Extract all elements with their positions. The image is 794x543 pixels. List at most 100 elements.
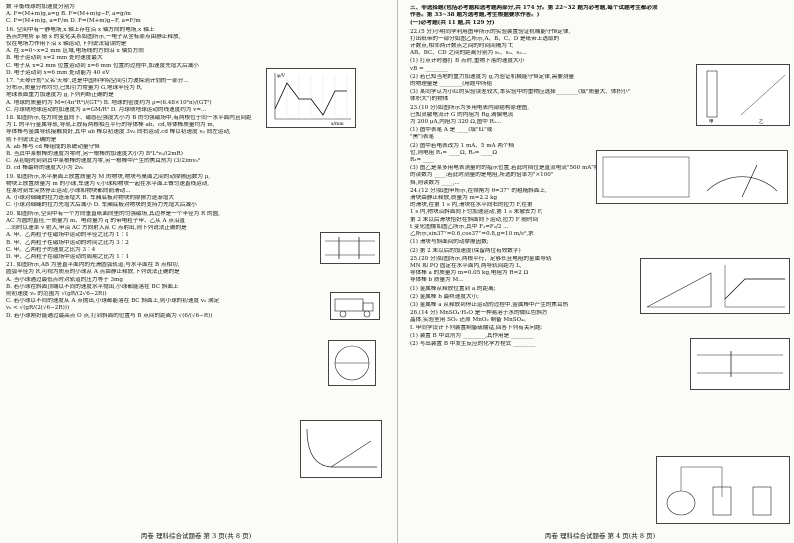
page-4-line: (1) 图中表笔 A 是 ____(填"红"或 (410, 127, 493, 134)
page-3-line: 17. "天琴计划"又名'天琴',这是中国科学院空间引力波探测计划的一部分... (6, 78, 189, 85)
page-3-line: A. 小球对细绳的拉力逐渐增大 B. 车厢底板对物块的摩擦力逐渐增大 (6, 195, 175, 202)
page-3-line: D. 甲、乙两粒子在磁场中运动的周期之比为 1∶1 (6, 253, 130, 260)
page-4-line: "黑")表笔 (410, 134, 435, 141)
page-3-line: C. 小球对细绳的拉力先增大后减小 D. 车厢底板对物块的支持力先增大后减小 (6, 202, 197, 209)
page-3-line: B. 若小球在斜面顶端以不同的速度水平抛出,小球都能落在 BC 斜面上 (6, 283, 179, 290)
page-4-line: 的读数为 ____;若此时测量的是电阻,所选的倍率为"×100" (410, 172, 554, 179)
fig-jia-label: 甲 (709, 119, 714, 125)
page-4-line: 第 2 末以后滑块恰好在斜面向下运动,拉力 F 随时间 (410, 216, 539, 223)
page-4-line: R₃= ____ (410, 157, 435, 164)
timer-apparatus-figure: 甲 乙 (696, 64, 790, 126)
page-4-line: 乙所示,sin37°=0.6,cos37°=0.8,g=10 m/s²,求 (410, 231, 534, 238)
page-3-line: 地球表面重力加速度为 g,下列判断正确的是 (6, 92, 114, 99)
phi-axis-label: φ/V (277, 73, 286, 79)
incline-figure (640, 258, 790, 314)
page-3-line: C. 月球绕地球运动的加速度为 a=GM/R² D. 月球绕地球运动的线速度约为… (6, 106, 207, 113)
page-4-line: AB、BC、CD 之间的距离分别为 s₁、s₂、s₃... (410, 50, 527, 57)
page-4-line: 为 200 μA,内阻为 320 Ω,图中 R₁... (410, 119, 502, 126)
page-4-line: t 变化图像如图乙所示,其中 F₁=F₂/2 ... (410, 223, 509, 230)
page-3-line: A. 当小球通过最低点时对轨道的压力等于 3mg (6, 276, 123, 283)
page-4-line: (2) 图中若电表改为 1 mA、5 mA 两个档 (410, 142, 515, 149)
page-4-line: (2) 金属棒 b 最终速度大小; (410, 293, 480, 300)
page-4-line: 三、非选择题(包括必考题和选考题两部分,共 174 分。第 22~32 题为必考… (410, 5, 658, 11)
page-3-line: 圆弧半径为 R,可视为质点的小球从 A 点由静止释放,下列说法正确的是 (6, 269, 180, 276)
page-4-line: 体积大")的物体 (410, 96, 449, 103)
page-4-line: (3) 某同学认为小红的实验误差较大,本实验中的重物应选择________(填"… (410, 89, 631, 96)
page-4-line: 26.(14 分) MnSO₄·H₂O 是一种易溶于水的微红色斜方 (410, 310, 548, 317)
page-3-line: 18. 如图所示,在方向竖直向下、磁感应强度大小为 B 的匀强磁场中,有两根位于… (6, 115, 252, 122)
page-4-line: (1) 金属棒从释放位置到 a 的距离; (410, 285, 496, 292)
page-4-line: 导体棒 a 的质量为 m=0.05 kg,电阻为 R=2 Ω (410, 270, 529, 277)
page-3-line: C. 电子从 x=2 mm 位置运动到 x=6 mm 位置的过程中,加速度先增大… (6, 62, 199, 69)
page-3-line: B. 电子运动到 x=2 mm 处时速度最大 (6, 55, 103, 62)
page-4-line: MN 和 PQ 固定在水平面内,两导轨间距为 L, (410, 262, 522, 269)
page-4-line: 滑块由静止释放,质量为 m=2.2 kg (410, 195, 498, 202)
page-4-line: 位,则电阻 R₁= ____Ω, R₂= ____Ω (410, 149, 497, 156)
page-4-line: 的物理量是 ________(用题中所给 (410, 81, 493, 88)
page-4-footer: 丙卷 理科综合试题卷 第 4 页(共 8 页) (544, 532, 656, 540)
page-3-line: 20. 如图所示,空间中有一个方向垂直纸面向里的匀强磁场,其边界是一个半径为 R… (6, 210, 220, 217)
page-4-line: 已知灵敏电流计 G 的内阻为 Rg,满偏电流 (410, 111, 514, 118)
page-3-line: B. 甲、乙两粒子在磁场中运动的时间之比为 3∶2 (6, 239, 129, 246)
page-3-line: 16. 空间中有一静电场,x 轴上存在沿 x 轴方向的电场,x 轴上 (6, 26, 155, 33)
page-4-line: Ⅰ. 甲同学设计下列装置制备硫酸锰,回答下列有关问题: (410, 324, 543, 331)
page-4-line: 计数点,相邻两计数点之间的时间间隔为 T, (410, 43, 514, 50)
page-4-line: 24.(12 分)如图甲所示,在倾角为 θ=37° 的粗糙斜面上, (410, 187, 547, 194)
page-divider (397, 0, 398, 543)
page-3-line: 物块上放置质量为 m 的小球,车速为 v,小球和物块一起在水平面上做匀速直线运动… (6, 180, 210, 187)
page-3-line: A. 在 x=0~x=2 mm 区域,电场线的方向沿 x 轴负方向 (6, 48, 144, 55)
page-4-line: (1) 装置 B 中试剂为 ________,其作用是 ________ (410, 332, 534, 339)
page-4-line: (1) 打点计时器打 B 点时,重物下落的速度大小 (410, 58, 525, 65)
page-3-line: D. 若小球刚好能通过最高点 O 点,打到斜面的位置与 B 点间的距离为 √(6… (6, 312, 213, 319)
page-3-line: 为 L 的平行金属导轨,导轨上放有两根相互平行的导体棒 ab、cd,导体棒质量均… (6, 122, 215, 129)
page-3-line: A. 地球的质量约为 M=(4π²R³)/(GT²) B. 地球的密度约为 ρ=… (6, 99, 212, 106)
page-4-line: (2) 写出装置 B 中发生反应的化学方程式 ________ (410, 340, 536, 347)
page-3-line: A. ab 棒与 cd 棒组成的系统动量守恒 (6, 143, 100, 150)
page-3-line: A. 甲、乙两粒子在磁场中运动的半径之比为 1∶1 (6, 232, 129, 239)
page-4-line: 打出纸带的一部分如图乙所示,A、B、C、D 是纸带上选取的 (410, 35, 560, 42)
page-4-line: (2) 第 2 末以后的加速度(保留两位有效数字) (410, 247, 521, 254)
fig-yi-label: 乙 (759, 118, 764, 125)
truck-figure (330, 292, 380, 320)
x-axis-label: x/mm (331, 121, 344, 127)
multimeter-figure (596, 150, 788, 204)
page-3-line: v₀ < √(gR/(2(√6−2R))) (6, 305, 70, 312)
page-4-column: 三、非选择题(包括必考题和选考题两部分,共 174 分。第 22~32 题为必考… (410, 4, 790, 524)
page-3-line: 仅在电场力作用下沿 x 轴运动,下列说法错误的是 (6, 41, 127, 48)
rails-figure (320, 232, 380, 264)
page-4-line: (1) 滑块与斜面间的动摩擦因数; (410, 239, 489, 246)
page-3-line: B. 当其中某根棒的速度为零时,另一根棒的加速度大小为 B²L²v₀/(2mR) (6, 151, 183, 158)
page-3-line: ...同时以速率 v 射入,甲沿 AC 方向射入从 C 点射出,则下列说法正确的… (6, 225, 187, 232)
page-3-line: 则下列说法正确的是 (6, 136, 57, 143)
page-3-line: 21. 如图所示,AB 为竖直平面内的光滑圆弧轨道,与水平面在 B 点相切, (6, 262, 180, 269)
page-4-line: 23.(10 分)如图所示为多用电表内部结构原理图, (410, 104, 530, 111)
page-3-line: 19. 如图所示,水平桌面上放置质量为 M 的物块,物块与桌面之间的动摩擦因数为… (6, 173, 211, 180)
page-4-line: (3) 金属棒 a 从释放到停止运动的过程中,金属棒中产生的焦耳热 (410, 301, 569, 308)
page-3-line: 导体棒与金属导轨接触良好,其中 ab 棒以初速度 3v₀ 向右运动,cd 棒以初… (6, 129, 231, 136)
page-4-line: 22.(5 分)小明同学利用图甲所示的实验装置验证机械能守恒定律, (410, 28, 571, 35)
arc-track-figure (300, 420, 382, 478)
magnetic-circle-figure (328, 340, 376, 386)
page-3-line: AC 为圆的直径,一质量为 m、电荷量为 q 的带电粒子甲、乙从 A 点沿直 (6, 217, 186, 224)
page-4-line: 导体棒 b 质量为 M... (410, 277, 464, 284)
page-3-line: C. 从初始时刻到其中某根棒的速度为零,另一根棒中产生的焦耳热为 (3/2)mv… (6, 158, 201, 165)
page-4-line: 晶体,实验室用 SO₂ 还原 MnO₂ 制备 MnSO₄。 (410, 317, 530, 324)
page-4-line: (3) 图乙是某多用电表测量时的指示位置,若此时挡位是直流电流"500 mA"挡… (410, 165, 630, 172)
page-4-line: 1 s 内,物块沿斜面向下匀加速运动,第 1 s 末撤去力 F, (410, 209, 543, 216)
page-4-line: 25.(20 分)如图所示,两根平行、足够长且电阻的金属导轨 (410, 255, 552, 262)
page-3-line: C. 若小球以不同的速度从 A 点抛出,小球都能落在 BC 斜面上,则小球的初速… (6, 298, 220, 305)
chemistry-apparatus-figure (656, 456, 790, 524)
page-3-line: 在某时刻车突然停止运动,小球和物块都向前滑动... (6, 188, 131, 195)
page-4-line: (2) 若已知当地的重力加速度为 g,为验证机械能守恒定律,需要测量 (410, 73, 575, 80)
page-3-line: 分布示,质量分布均匀,已知引力常量为 G,地球半径为 R, (6, 85, 143, 92)
page-4-line: 挡,则读数为 ____,... (410, 179, 460, 186)
rail-circuit-figure (690, 338, 790, 390)
page-4-line: 作答。第 33~38 题为选考题,考生根据要求作答。) (410, 12, 540, 19)
page-3-footer: 丙卷 理科综合试题卷 第 3 页(共 8 页) (140, 532, 252, 540)
potential-graph-figure: φ/V x/mm (266, 68, 356, 128)
page-3-line: D. cd 棒最终的速度大小为 2v₀ (6, 165, 84, 172)
page-3-line: C. F=(M+m)g, a=F/m D. F=(M+m)g−F, a=F/m (6, 18, 141, 25)
